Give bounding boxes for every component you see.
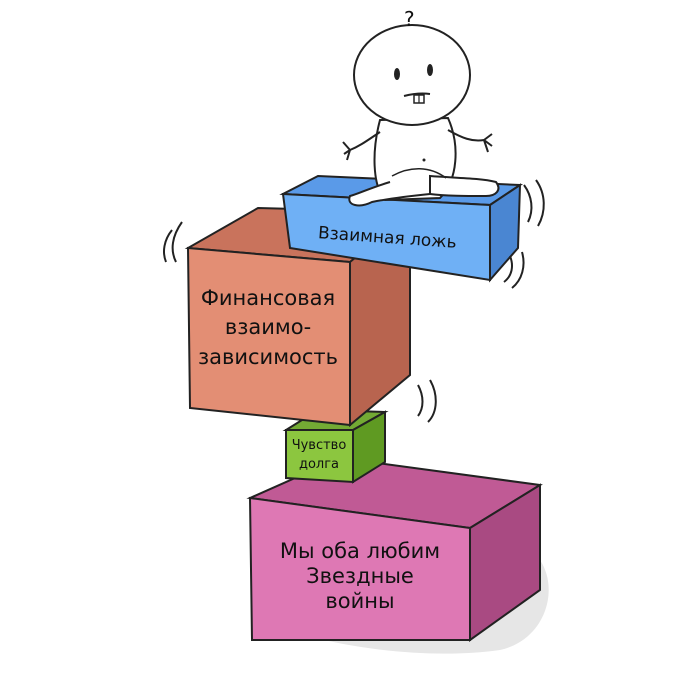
- question-mark: ?: [404, 7, 415, 31]
- box-small-label-1: Чувство: [292, 438, 347, 453]
- baby-character: ?: [342, 7, 500, 207]
- box-bottom: Мы оба любим Звездные войны: [246, 456, 543, 642]
- box-bottom-label-3: войны: [325, 589, 394, 613]
- box-second-label-1: Финансовая: [201, 286, 335, 310]
- box-bottom-label-2: Звездные: [306, 564, 414, 588]
- box-bottom-label-1: Мы оба любим: [280, 539, 440, 563]
- wobble-lines-icon: [163, 179, 545, 423]
- box-second-label-3: зависимость: [198, 345, 338, 369]
- box-second-label-2: взаимо-: [225, 315, 311, 339]
- box-small-label-2: долга: [299, 457, 339, 472]
